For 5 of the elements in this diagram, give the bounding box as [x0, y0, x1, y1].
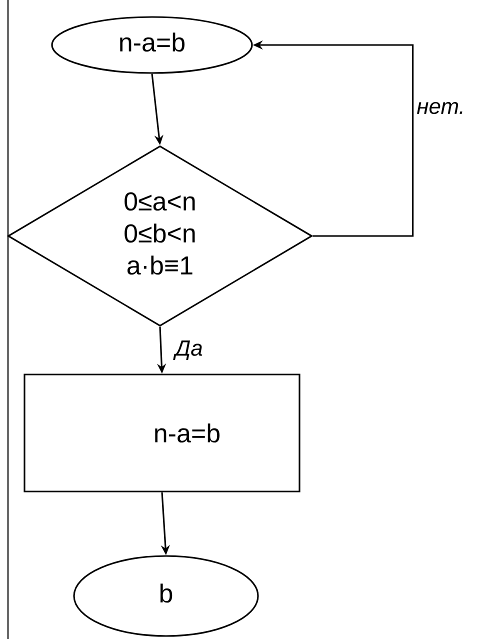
end-oval: b [73, 555, 259, 637]
process-box: n-a=b [24, 374, 300, 492]
edge-label: Да [173, 340, 204, 362]
start-oval: n-a=b [51, 16, 253, 74]
edge-label: нет. [416, 100, 466, 116]
